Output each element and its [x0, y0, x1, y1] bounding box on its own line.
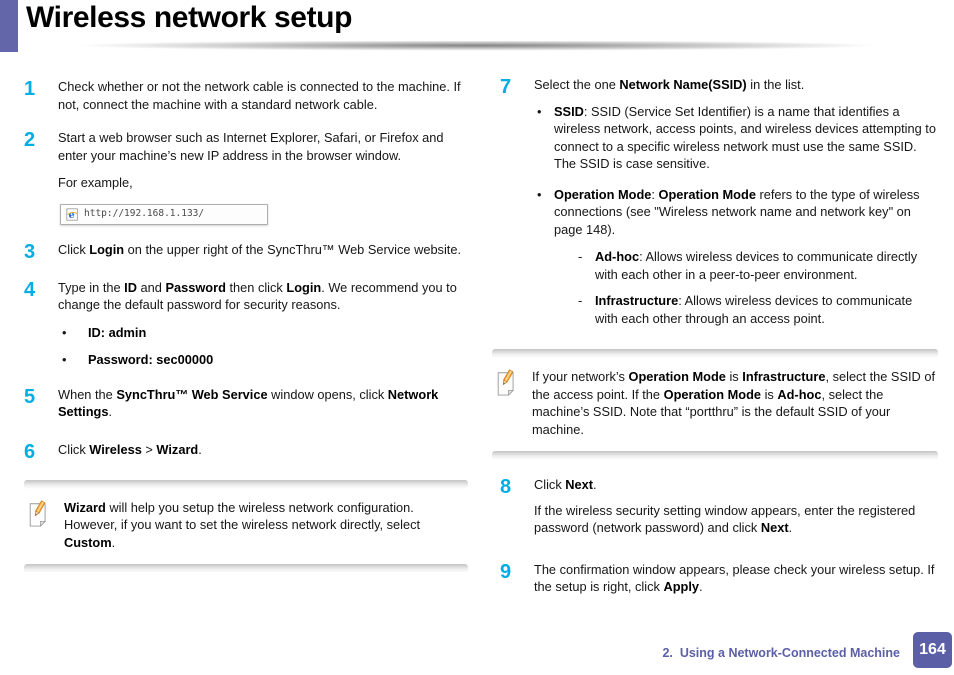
step-4-text: Type in the ID and Password then click L…: [58, 279, 457, 313]
note-divider-top: [492, 349, 938, 358]
bullet-password: • Password: sec00000: [58, 351, 468, 369]
note-divider-bottom: [492, 451, 938, 460]
bullet-operation-mode: • Operation Mode: Operation Mode refers …: [534, 186, 938, 328]
dash-icon: -: [578, 249, 583, 264]
step-7: 7 Select the one Network Name(SSID) in t…: [492, 76, 938, 327]
ie-browser-icon: e: [66, 207, 78, 220]
note-divider-top: [24, 479, 468, 489]
step-2-number: 2: [24, 129, 36, 151]
bullet-text: Operation Mode: Operation Mode refers to…: [554, 186, 920, 237]
step-2-example-label: For example,: [58, 175, 133, 190]
note-text: Wizard will help you setup the wireless …: [64, 499, 421, 550]
dash-item-adhoc: - Ad-hoc: Allows wireless devices to com…: [575, 248, 938, 283]
step-8-text: Click Next.: [534, 477, 597, 492]
bullet-icon: •: [537, 103, 542, 119]
step-9-number: 9: [500, 560, 512, 583]
bullet-id-admin: • ID: admin: [58, 324, 468, 342]
step-4-number: 4: [24, 278, 36, 301]
note-box-wizard: Wizard will help you setup the wireless …: [24, 479, 468, 573]
step-2-text: Start a web browser such as Internet Exp…: [58, 130, 444, 163]
bullet-text: Password: sec00000: [88, 352, 214, 367]
step-1: 1 Check whether or not the network cable…: [24, 78, 468, 113]
dash-text: Infrastructure: Allows wireless devices …: [595, 293, 913, 326]
step-7-number: 7: [500, 76, 512, 98]
step-9-text: The confirmation window appears, please …: [534, 561, 935, 595]
bullet-icon: •: [62, 352, 67, 367]
dash-icon: -: [578, 293, 583, 308]
step-9: 9 The confirmation window appears, pleas…: [492, 561, 938, 596]
left-column: 1 Check whether or not the network cable…: [24, 78, 468, 573]
address-url: http://192.168.1.133/: [84, 208, 205, 220]
dash-item-infrastructure: - Infrastructure: Allows wireless device…: [575, 292, 938, 327]
note-text: If your network’s Operation Mode is Infr…: [532, 369, 936, 437]
step-8-paragraph: If the wireless security setting window …: [534, 502, 916, 536]
step-6-text: Click Wireless > Wizard.: [58, 441, 202, 457]
step-6-number: 6: [24, 440, 36, 463]
page-title: Wireless network setup: [26, 1, 353, 34]
step-4: 4 Type in the ID and Password then click…: [24, 279, 468, 369]
footer-section-title: 2. Using a Network-Connected Machine: [662, 646, 900, 660]
right-column: 7 Select the one Network Name(SSID) in t…: [492, 76, 938, 596]
bullet-text: ID: admin: [88, 324, 147, 340]
step-5-number: 5: [24, 385, 36, 408]
title-divider: [0, 41, 954, 57]
step-3: 3 Click Login on the upper right of the …: [24, 241, 468, 262]
step-6: 6 Click Wireless > Wizard.: [24, 441, 468, 462]
page-number-badge: 164: [913, 632, 952, 668]
step-5-text: When the SyncThru™ Web Service window op…: [58, 386, 439, 420]
bullet-ssid: • SSID: SSID (Service Set Identifier) is…: [534, 103, 938, 173]
step-1-text: Check whether or not the network cable i…: [58, 79, 461, 112]
step-5: 5 When the SyncThru™ Web Service window …: [24, 386, 468, 421]
svg-text:e: e: [68, 209, 74, 220]
step-8: 8 Click Next. If the wireless security s…: [492, 476, 938, 537]
note-pencil-icon: [28, 499, 64, 552]
step-3-text: Click Login on the upper right of the Sy…: [58, 241, 462, 257]
bullet-icon: •: [62, 324, 67, 340]
note-divider-bottom: [24, 564, 468, 573]
note-pencil-icon: [496, 368, 532, 438]
step-3-number: 3: [24, 240, 36, 263]
title-accent-bar: [0, 0, 18, 52]
bullet-icon: •: [537, 186, 542, 202]
step-7-text: Select the one Network Name(SSID) in the…: [534, 77, 805, 92]
step-1-number: 1: [24, 78, 36, 100]
address-bar-image: e http://192.168.1.133/: [60, 203, 268, 225]
step-8-number: 8: [500, 476, 512, 498]
bullet-text: SSID: SSID (Service Set Identifier) is a…: [554, 103, 936, 172]
dash-text: Ad-hoc: Allows wireless devices to commu…: [595, 249, 918, 282]
step-2: 2 Start a web browser such as Internet E…: [24, 129, 468, 225]
note-box-operation-mode: If your network’s Operation Mode is Infr…: [492, 349, 938, 460]
